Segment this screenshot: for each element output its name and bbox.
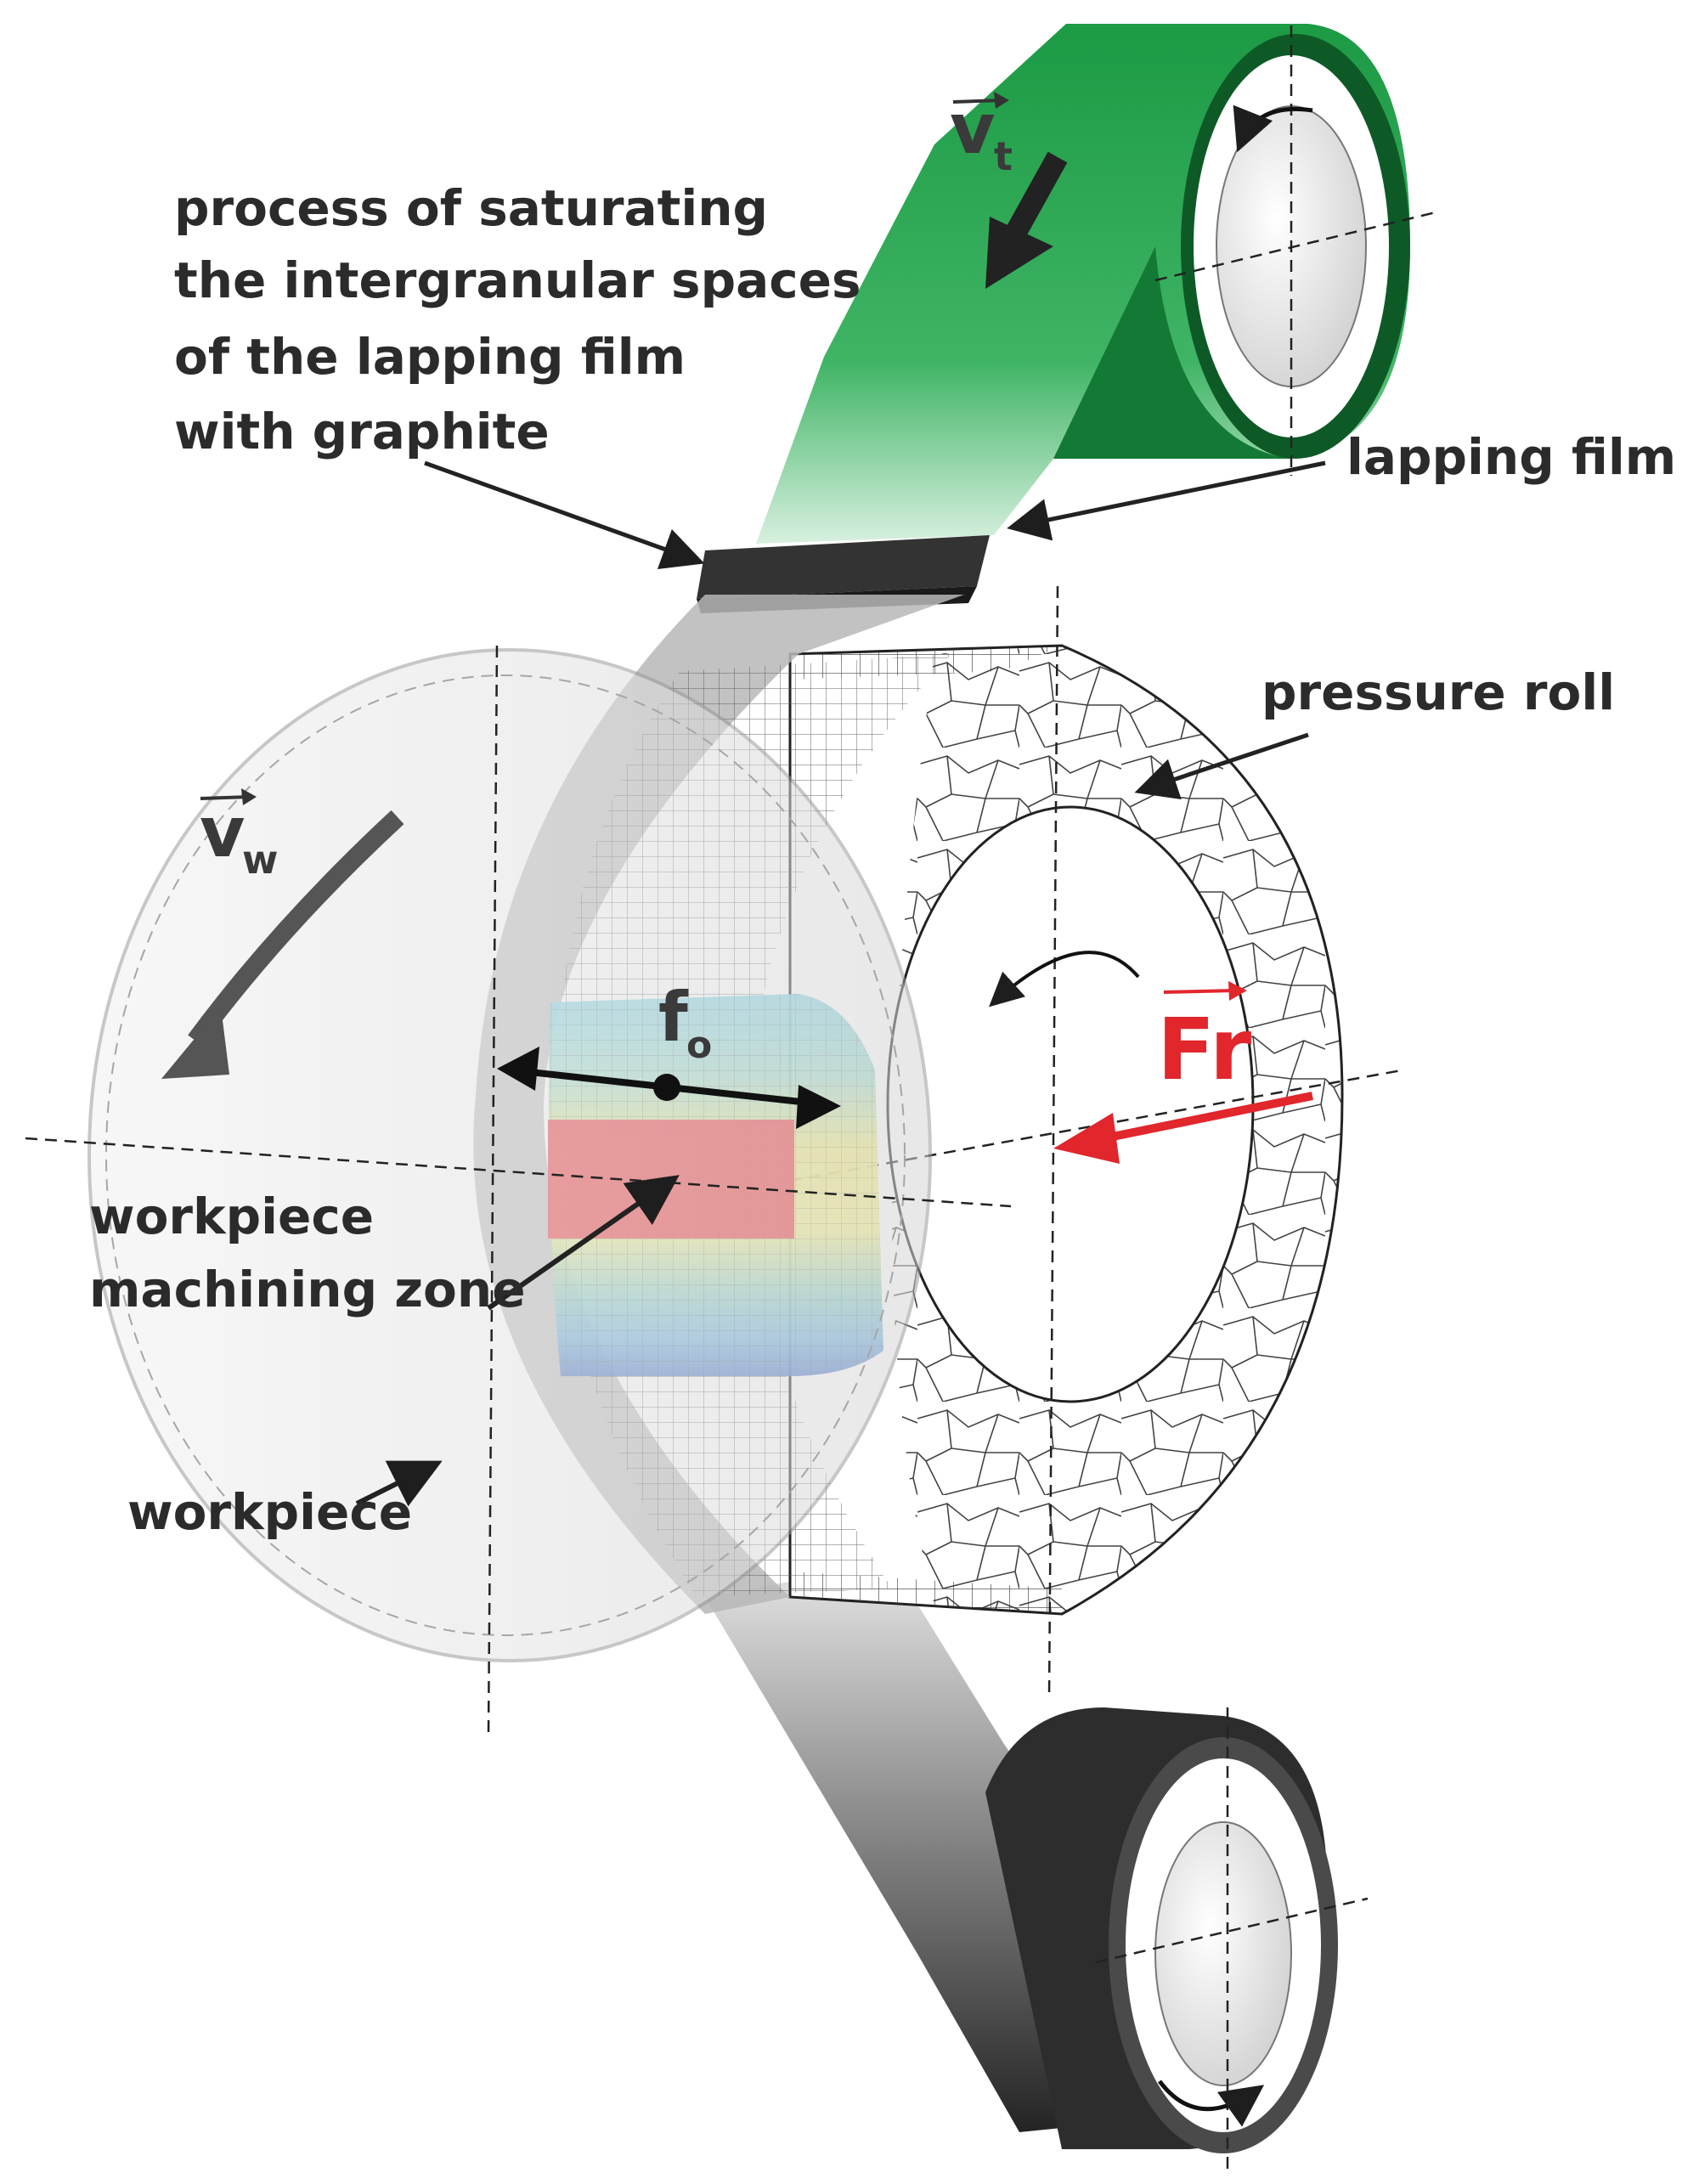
fo-symbol: f o bbox=[658, 978, 712, 1067]
fr-symbol-text: Fr bbox=[1157, 1000, 1252, 1099]
workpiece-zone-label-line1: workpiece bbox=[89, 1188, 374, 1245]
vt-arrow bbox=[1005, 151, 1068, 240]
pressure-roll-bore bbox=[886, 805, 1255, 1403]
leader-lines bbox=[355, 460, 1326, 1507]
process-label-line2: the intergranular spaces bbox=[174, 251, 861, 309]
upper-rotation-arrow bbox=[1233, 104, 1313, 153]
lower-rotation-arrow bbox=[1158, 2080, 1265, 2127]
vt-symbol-sub: t bbox=[994, 133, 1013, 179]
vt-symbol: v t bbox=[950, 89, 1013, 179]
workpiece-label: workpiece bbox=[127, 1483, 412, 1541]
vw-symbol: v w bbox=[200, 788, 279, 883]
lower-spool bbox=[705, 1563, 1369, 2175]
process-label-line3: of the lapping film bbox=[174, 328, 686, 386]
fo-symbol-sub: o bbox=[686, 1024, 712, 1067]
vw-symbol-sub: w bbox=[242, 837, 279, 883]
lower-spool-hole bbox=[1154, 1821, 1292, 2086]
process-label-line4: with graphite bbox=[174, 403, 550, 460]
force-arrow bbox=[1053, 1092, 1313, 1164]
green-film-fold bbox=[1053, 246, 1291, 459]
workpiece-zone-label-line2: machining zone bbox=[89, 1261, 526, 1318]
workpiece-disc bbox=[25, 645, 1012, 1734]
upper-spool bbox=[756, 24, 1436, 544]
process-label-line1: process of saturating bbox=[174, 179, 768, 237]
pressure-roll bbox=[788, 585, 1403, 1700]
vt-symbol-main: v bbox=[950, 89, 995, 170]
fo-symbol-main: f bbox=[658, 978, 689, 1057]
vt-arrowhead bbox=[985, 217, 1053, 289]
lapping-film-label: lapping film bbox=[1346, 428, 1676, 486]
vw-symbol-main: v bbox=[200, 793, 245, 873]
pressure-roll-label: pressure roll bbox=[1262, 663, 1615, 721]
roll-rotation-arrow bbox=[989, 951, 1140, 1007]
fr-symbol: Fr bbox=[1157, 981, 1252, 1099]
feed-arrow bbox=[497, 1047, 841, 1129]
